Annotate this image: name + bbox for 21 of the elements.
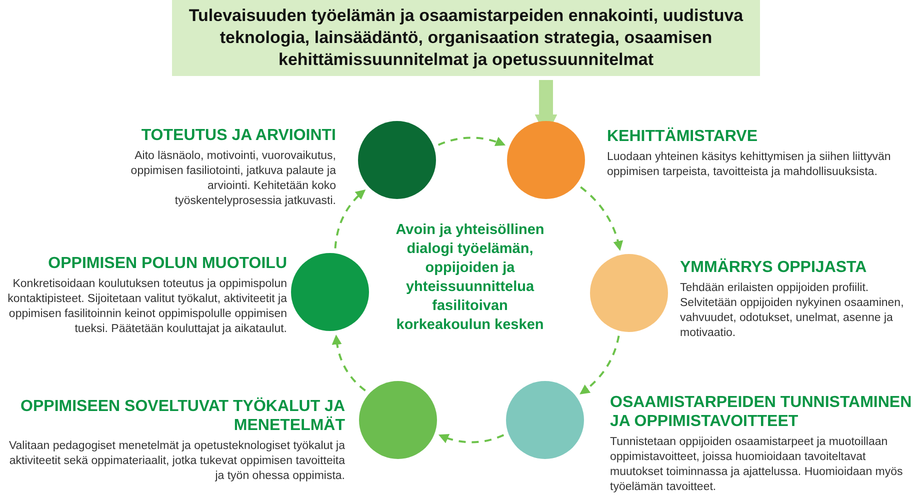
banner-text: Tulevaisuuden työelämän ja osaamistarpeiden ennakointi, uudistuva teknologia, lainsäädäntö, organisaation strategia, osaamisen kehittämissuunnitelmat ja opetussuunnitelmat [188,5,744,71]
step-heading: OPPIMISEN POLUN MUOTOILU [47,254,287,273]
arrow [438,136,506,146]
banner-box [172,0,760,76]
center-text: Avoin ja yhteisöllinen dialogi työelämän, oppijoiden ja yhteissuunnittelua fasilitoivan korkeakoulun kesken [394,221,546,335]
arrow [580,336,620,394]
step-description: Konkretisoidaan koulutuksen toteutus ja oppimispolun kontaktipisteet. Sijoitetaan valitut työkalut, aktiviteetit ja oppimisen fasilitoinnin keinot oppimispolulle oppimisen tueksi. Päätetään kouluttajat ja aikataulut. [6,277,287,337]
step-heading: TOTEUTUS JA ARVIOINTI [140,126,336,145]
step-heading: OSAAMISTARPEIDEN TUNNISTAMINEN JA OPPIMISTAVOITTEET [610,393,913,431]
arrow [334,189,366,248]
step-description: Luodaan yhteinen käsitys kehittymisen ja siihen liittyvän oppimisen tarpeista, tavoitteista ja mahdollisuuksista. [607,150,892,180]
step-heading: YMMÄRRYS OPPIJASTA [680,258,868,277]
step-heading: KEHITTÄMISTARVE [607,127,759,146]
arrow [332,334,366,392]
step-heading: OPPIMISEEN SOVELTUVAT TYÖKALUT JA MENETELMÄT [20,397,345,435]
arrow [438,434,504,444]
arrow [580,186,623,251]
step-description: Valitaan pedagogiset menetelmät ja opetusteknologiset työkalut ja aktiviteetit sekä oppimateriaalit, jotka tukevat oppimisen tavoitteita ja työn ohessa oppimista. [8,439,345,484]
step-description: Tunnistetaan oppijoiden osaamistarpeet ja muotoillaan oppimistavoitteet, joissa huomioidaan tavoiteltavat muutokset toiminnassa ja ajattelussa. Huomioidaan myös työelämän tavoitteet. [610,435,904,495]
step-description: Tehdään erilaisten oppijoiden profiilit. Selvitetään oppijoiden nykyinen osaaminen, vahvuudet, odotukset, unelmat, asenne ja motivaatio. [680,281,905,341]
step-description: Aito läsnäolo, motivointi, vuorovaikutus, oppimisen fasiliotointi, jatkuva palaute ja arviointi. Kehitetään koko työskentelyprosessia jatkuvasti. [130,149,336,209]
